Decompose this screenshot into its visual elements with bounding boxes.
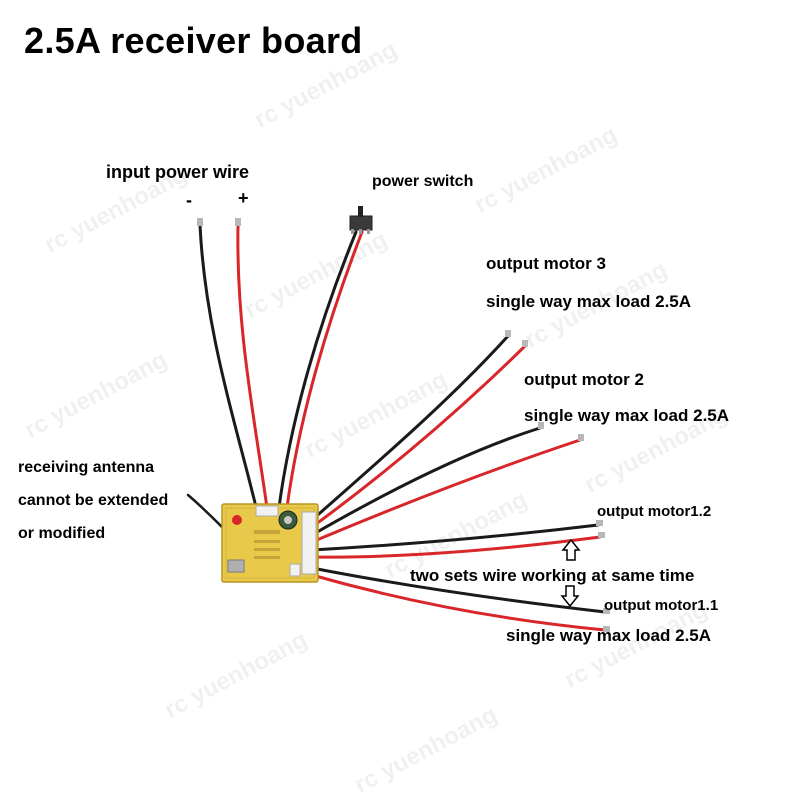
- page-title: 2.5A receiver board: [24, 20, 363, 61]
- input-power-wire-label: input power wire: [106, 162, 250, 182]
- motor12-wire-black: [310, 523, 600, 552]
- motor3-title: output motor 3: [486, 254, 606, 273]
- motor11-wire-red: [310, 573, 607, 632]
- arrow-up-icon: [561, 538, 581, 561]
- motor3-wire-black: [310, 334, 510, 522]
- motor11-wire-black: [310, 566, 607, 614]
- switch-wire-black: [276, 230, 358, 517]
- motor2-title: output motor 2: [524, 370, 644, 389]
- motor3-load: single way max load 2.5A: [486, 292, 692, 311]
- arrow-down-icon: [560, 585, 580, 608]
- antenna-wire: [186, 493, 227, 532]
- switch-wire-red: [284, 230, 364, 517]
- minus-label: -: [186, 190, 192, 210]
- motor11-label: output motor1.1: [604, 597, 719, 614]
- two-sets-label: two sets wire working at same time: [410, 566, 695, 585]
- motor3-wire-red: [310, 344, 527, 529]
- motor2-wire-black: [310, 426, 542, 537]
- receiver-board: [221, 503, 319, 583]
- motor12-wire-red: [310, 535, 602, 559]
- motor2-load: single way max load 2.5A: [524, 406, 730, 425]
- motor12-label: output motor1.2: [597, 503, 712, 520]
- input-wire-red: [236, 223, 270, 517]
- antenna-line3: or modified: [18, 525, 106, 542]
- motor1-load: single way max load 2.5A: [506, 626, 712, 645]
- antenna-line1: receiving antenna: [18, 459, 155, 476]
- power-switch-icon: [349, 206, 373, 234]
- input-wire-black: [198, 223, 260, 517]
- power-switch-label: power switch: [372, 173, 474, 190]
- motor2-wire-red: [310, 438, 582, 544]
- antenna-line2: cannot be extended: [18, 492, 169, 509]
- plus-label: +: [238, 188, 249, 208]
